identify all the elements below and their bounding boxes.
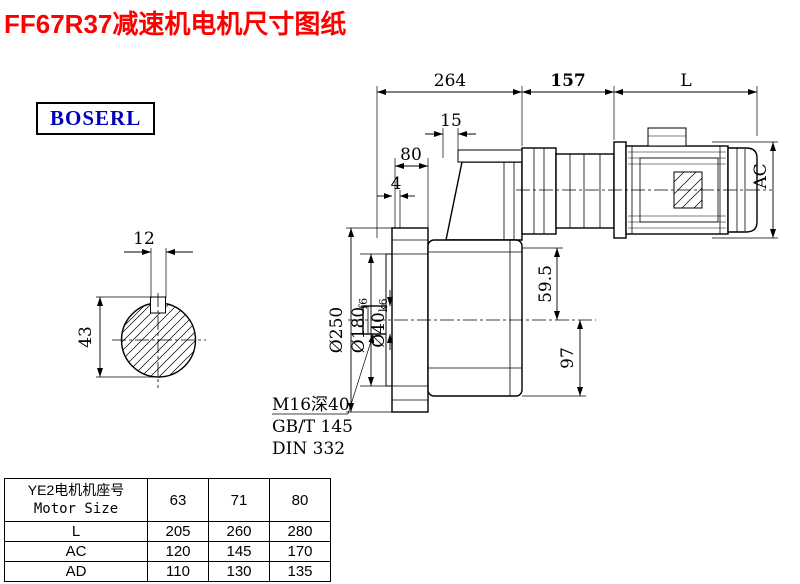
gear-unit-side-view: [348, 127, 772, 413]
table-cell: 145: [208, 541, 270, 562]
dim-43-label: 43: [76, 326, 96, 348]
row-label: AD: [4, 561, 148, 582]
dim-12-label: 12: [133, 229, 155, 249]
gearbox-housing: [427, 149, 523, 397]
table-cell: 205: [147, 521, 209, 542]
dim-157-label: 157: [550, 71, 586, 91]
dimension-dia180: Ø180 f6: [349, 253, 392, 387]
motor: [613, 127, 758, 239]
dimension-AC: AC: [712, 141, 778, 239]
shaft-section-view: 12 43: [76, 229, 206, 388]
dim-15-label: 15: [440, 111, 462, 131]
table-cell: 135: [269, 561, 331, 582]
dimension-80: 80: [394, 145, 429, 240]
table-cell: 120: [147, 541, 209, 562]
section-hatch: [121, 302, 196, 378]
terminal-box: [647, 127, 687, 147]
page-title: FF67R37减速机电机尺寸图纸: [4, 9, 347, 39]
motor-size-table: YE2电机机座号 Motor Size 63 71 80 L 205 260 2…: [4, 478, 331, 582]
note-din-standard: DIN 332: [272, 439, 345, 459]
dimension-dia40: Ø40 k6: [369, 290, 393, 350]
table-size-71: 71: [208, 478, 270, 522]
dimension-59-5: 59.5: [522, 247, 563, 320]
dim-dia180-tolerance: f6: [357, 298, 370, 309]
dim-L-label: L: [680, 71, 691, 91]
shaft-end-notes: M16深40 GB/T 145 DIN 332: [272, 334, 375, 459]
table-cell: 280: [269, 521, 331, 542]
dim-4-label: 4: [391, 174, 402, 194]
table-row-AD: AD 110 130 135: [4, 561, 331, 582]
dim-dia250-label: Ø250: [327, 307, 347, 353]
table-size-63: 63: [147, 478, 209, 522]
row-label: AC: [4, 541, 148, 562]
dim-AC-label: AC: [751, 163, 771, 189]
dim-59-5-label: 59.5: [536, 265, 556, 303]
dimension-chain-top: 264 157 L: [376, 71, 758, 238]
table-cell: 110: [147, 561, 209, 582]
note-gb-standard: GB/T 145: [272, 417, 353, 437]
input-adapter: [521, 147, 615, 235]
dim-dia40-tolerance: k6: [377, 298, 390, 312]
table-header-row: YE2电机机座号 Motor Size 63 71 80: [4, 478, 331, 522]
row-label: L: [4, 521, 148, 542]
table-row-AC: AC 120 145 170: [4, 541, 331, 562]
dim-dia180-label: Ø180: [349, 307, 369, 353]
table-size-80: 80: [269, 478, 331, 522]
dimension-97: 97: [522, 320, 586, 397]
dimensions: 264 157 L 15 80: [327, 71, 778, 413]
table-cell: 170: [269, 541, 331, 562]
dim-264-label: 264: [434, 71, 466, 91]
dimension-15: 15: [425, 111, 476, 158]
table-header-cn: YE2电机机座号: [27, 482, 125, 498]
dimension-4: 4: [377, 174, 415, 228]
table-cell: 130: [208, 561, 270, 582]
dimension-dia250: Ø250: [327, 227, 392, 413]
dim-dia40-label: Ø40: [369, 312, 389, 348]
table-cell: 260: [208, 521, 270, 542]
dimension-12: 12: [124, 229, 193, 298]
note-thread: M16深40: [272, 395, 350, 415]
table-header-cell: YE2电机机座号 Motor Size: [4, 478, 148, 522]
dim-80-label: 80: [400, 145, 422, 165]
table-row-L: L 205 260 280: [4, 521, 331, 542]
table-header-en: Motor Size: [33, 501, 119, 517]
brand-logo: BOSERL: [36, 102, 156, 135]
dim-97-label: 97: [558, 347, 578, 369]
dimension-43: 43: [76, 296, 157, 378]
